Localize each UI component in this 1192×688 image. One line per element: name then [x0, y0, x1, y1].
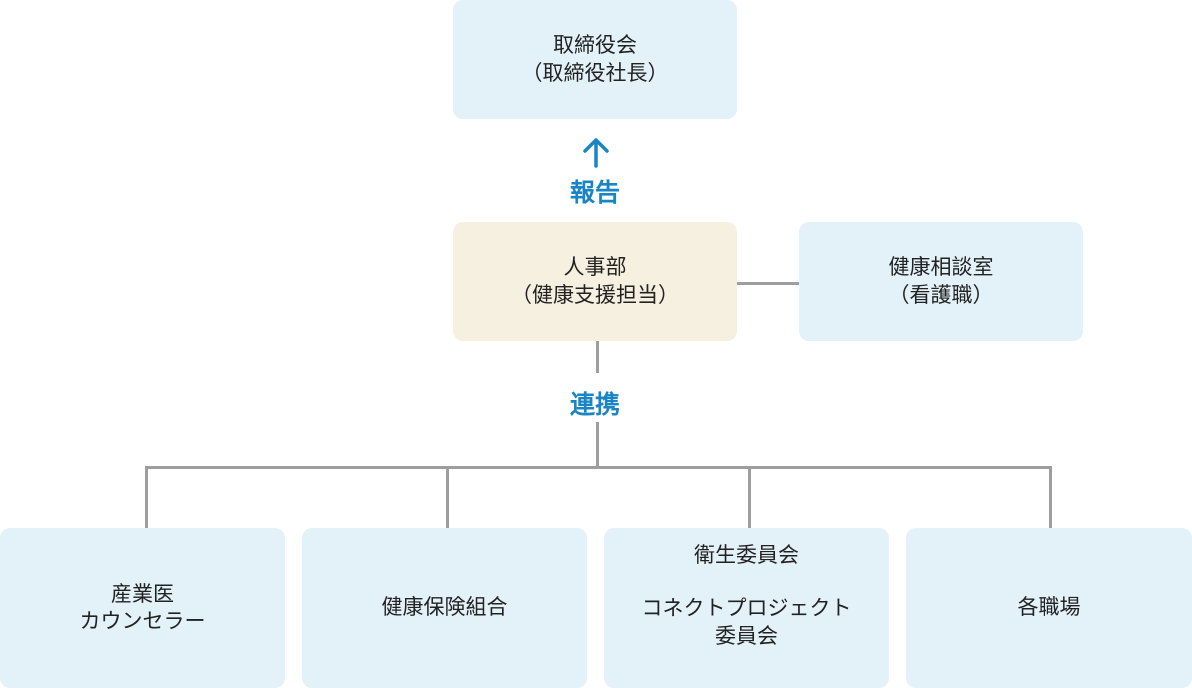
consult-subtitle: （看護職） [888, 282, 994, 307]
drop-to-doctor-connector [145, 466, 148, 528]
hr-title: 人事部 [563, 255, 627, 280]
consult-node: 健康相談室 （看護職） [799, 222, 1083, 341]
hr-to-consult-connector [737, 282, 799, 285]
insurance-title: 健康保険組合 [381, 595, 508, 620]
insurance-node: 健康保険組合 [302, 528, 587, 688]
drop-to-workplaces-connector [1049, 466, 1052, 528]
committee-node: 衛生委員会 コネクトプロジェクト 委員会 [604, 528, 889, 688]
drop-to-insurance-connector [446, 466, 449, 528]
arrow-up-icon [583, 138, 609, 168]
doctor-subtitle: カウンセラー [79, 609, 206, 633]
drop-to-committee-connector [748, 466, 751, 528]
board-subtitle: （取締役社長） [521, 60, 669, 85]
horizontal-bus-connector [145, 466, 1052, 469]
doctor-title: 産業医 [111, 581, 174, 606]
board-node: 取締役会 （取締役社長） [453, 0, 737, 119]
hr-subtitle: （健康支援担当） [511, 282, 679, 307]
consult-title: 健康相談室 [888, 255, 994, 280]
workplaces-title: 各職場 [1017, 595, 1081, 620]
committee-project-title: コネクトプロジェクト [641, 596, 852, 621]
link-down-connector [596, 422, 599, 469]
report-label: 報告 [569, 178, 620, 207]
doctor-node: 産業医 カウンセラー [0, 528, 285, 688]
committee-title: 衛生委員会 [694, 543, 799, 567]
committee-project-subtitle: 委員会 [715, 623, 778, 648]
hr-down-connector [596, 341, 599, 373]
hr-node: 人事部 （健康支援担当） [453, 222, 737, 341]
workplaces-node: 各職場 [906, 528, 1192, 688]
link-label: 連携 [569, 390, 620, 419]
board-title: 取締役会 [553, 33, 637, 58]
